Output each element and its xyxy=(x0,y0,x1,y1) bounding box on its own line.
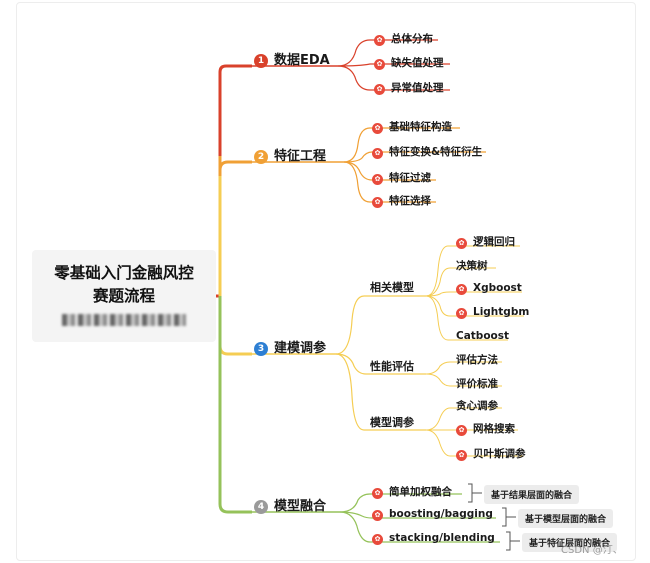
trunk-feature-h xyxy=(218,160,252,171)
leaf-eval-criteria: 评价标准 xyxy=(456,378,498,390)
watermark: CSDN @汀、 xyxy=(561,545,623,556)
note-feature-level: 基于特征层面的融合 xyxy=(522,533,618,552)
branch-label: 模型融合 xyxy=(274,499,327,514)
star-icon: ✿ xyxy=(372,123,383,134)
star-icon: ✿ xyxy=(372,148,383,159)
group-related-models: 相关模型 xyxy=(370,281,414,294)
trunk-fusion xyxy=(218,296,252,514)
leaf-greedy-tuning: 贪心调参 xyxy=(456,400,498,412)
star-icon: ✿ xyxy=(374,35,385,46)
star-icon: ✿ xyxy=(456,238,467,249)
branch-modeling: 3 建模调参 xyxy=(254,337,326,356)
branch-number-badge: 4 xyxy=(254,500,268,514)
star-icon: ✿ xyxy=(372,488,383,499)
leaf-basic-features: ✿基础特征构造 xyxy=(372,119,452,134)
leaf-boosting-bagging: ✿boosting/bagging xyxy=(372,508,493,521)
leaf-weighted-fusion: ✿简单加权融合 xyxy=(372,484,452,499)
branch-label: 数据EDA xyxy=(274,53,330,68)
note-result-level: 基于结果层面的融合 xyxy=(484,485,580,504)
star-icon: ✿ xyxy=(372,197,383,208)
star-icon: ✿ xyxy=(372,534,383,545)
leaf-grid-search: ✿网格搜索 xyxy=(456,421,515,436)
trunk-model-h xyxy=(218,345,252,356)
star-icon: ✿ xyxy=(372,510,383,521)
leaf-lightgbm: ✿Lightgbm xyxy=(456,306,529,319)
leaf-bayesian-tuning: ✿贝叶斯调参 xyxy=(456,446,526,461)
star-icon: ✿ xyxy=(456,308,467,319)
branch-label: 特征工程 xyxy=(274,149,327,164)
branch-number-badge: 3 xyxy=(254,342,268,356)
leaf-decision-tree: 决策树 xyxy=(456,260,488,272)
leaf-eval-method: 评估方法 xyxy=(456,354,498,366)
star-icon: ✿ xyxy=(374,59,385,70)
star-icon: ✿ xyxy=(456,450,467,461)
blurred-author-text xyxy=(62,314,186,326)
branch-feature-engineering: 2 特征工程 xyxy=(254,145,326,164)
group-tuning: 模型调参 xyxy=(370,416,414,429)
canvas-frame xyxy=(16,2,636,561)
leaf-catboost: Catboost xyxy=(456,330,510,342)
note-model-level: 基于模型层面的融合 xyxy=(518,509,614,528)
trunk-eda xyxy=(212,64,252,298)
star-icon: ✿ xyxy=(372,174,383,185)
leaf-missing-values: ✿缺失值处理 xyxy=(374,55,444,70)
leaf-feature-select: ✿特征选择 xyxy=(372,193,431,208)
root-node: 零基础入门金融风控 赛题流程 xyxy=(32,250,216,342)
branch-model-fusion: 4 模型融合 xyxy=(254,495,326,514)
leaf-feature-filter: ✿特征过滤 xyxy=(372,170,431,185)
branch-eda: 1 数据EDA xyxy=(254,49,330,68)
root-title-line1: 零基础入门金融风控 xyxy=(54,264,194,282)
leaf-feature-transform: ✿特征变换&特征衍生 xyxy=(372,144,482,159)
star-icon: ✿ xyxy=(456,425,467,436)
branch-label: 建模调参 xyxy=(274,341,327,356)
leaf-overall-distribution: ✿总体分布 xyxy=(374,31,433,46)
leaf-stacking-blending: ✿stacking/blending xyxy=(372,532,495,545)
star-icon: ✿ xyxy=(374,84,385,95)
leaf-logistic-regression: ✿逻辑回归 xyxy=(456,234,515,249)
branch-number-badge: 1 xyxy=(254,54,268,68)
star-icon: ✿ xyxy=(456,284,467,295)
root-title-line2: 赛题流程 xyxy=(92,287,155,305)
leaf-outliers: ✿异常值处理 xyxy=(374,80,444,95)
leaf-xgboost: ✿Xgboost xyxy=(456,282,522,295)
group-performance: 性能评估 xyxy=(370,360,414,373)
branch-number-badge: 2 xyxy=(254,150,268,164)
